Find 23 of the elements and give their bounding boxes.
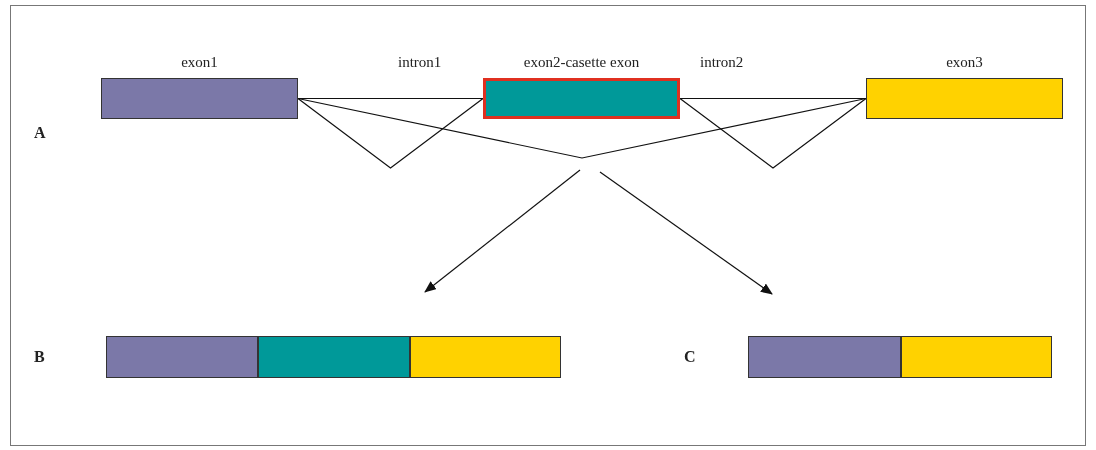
exon-segment [106,336,258,378]
exon-segment [410,336,561,378]
intron-label: intron1 [398,54,442,71]
splice-line [297,97,484,169]
exon-segment [258,336,410,378]
exon-label: exon2-casette exon [522,54,641,71]
arrow [599,171,773,295]
splice-line [679,97,867,169]
exon-box [866,78,1063,119]
exon-label: exon1 [180,54,219,71]
exon-box [101,78,298,119]
exon-segment [901,336,1052,378]
intron-label: intron2 [700,54,744,71]
exon-box [483,78,680,119]
splice-line [297,97,867,159]
exon-segment [748,336,901,378]
panel-letter: A [34,124,46,142]
arrow [424,169,581,293]
panel-letter: C [684,348,696,366]
transcript-bar [748,336,1052,378]
panel-letter: B [34,348,45,366]
exon-label: exon3 [945,54,984,71]
transcript-bar [106,336,561,378]
